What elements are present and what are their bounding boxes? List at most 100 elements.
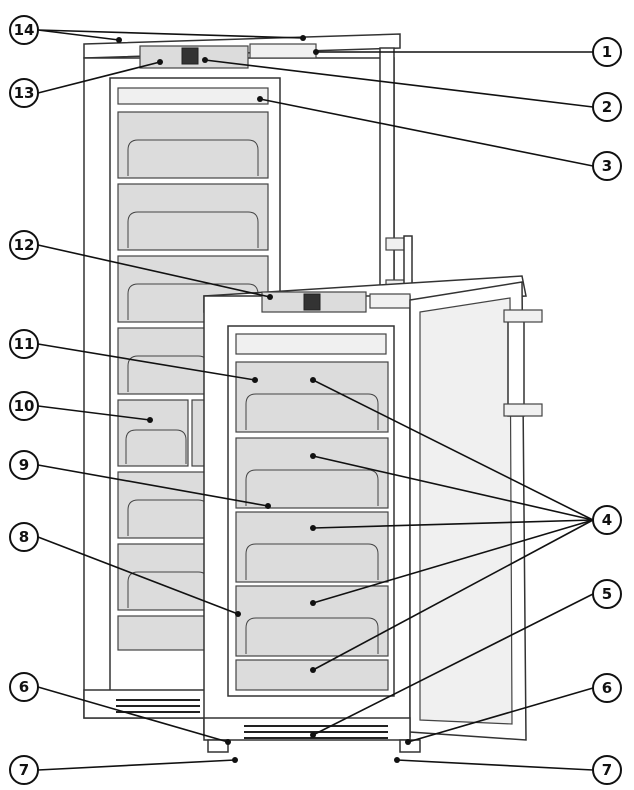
callout-2: 2: [592, 92, 622, 122]
callout-12: 12: [9, 230, 39, 260]
leader-line: [396, 759, 594, 771]
leader-line: [312, 519, 594, 529]
front-foot-left: [207, 739, 229, 753]
callout-number: 6: [602, 679, 612, 697]
leader-dot: [394, 757, 400, 763]
callout-11: 11: [9, 329, 39, 359]
leader-line: [37, 464, 269, 507]
callout-10: 10: [9, 391, 39, 421]
back-drawer-small-left: [117, 399, 189, 467]
door-handle: [507, 311, 525, 417]
front-lock: [369, 293, 411, 309]
callout-circle: [9, 522, 39, 552]
leader-line: [312, 379, 594, 521]
callout-circle: [592, 755, 622, 785]
leader-line: [407, 687, 594, 743]
leader-line: [312, 593, 594, 736]
back-drawer-2: [117, 183, 269, 251]
leader-dot: [310, 667, 316, 673]
back-drawer-6: [117, 543, 209, 611]
leader-line: [37, 686, 229, 743]
leader-line: [37, 759, 236, 771]
back-drawer-1: [117, 111, 269, 179]
front-display: [303, 293, 321, 311]
callout-6: 6: [592, 673, 622, 703]
callout-14: 14: [9, 15, 39, 45]
leader-dot: [147, 417, 153, 423]
callout-number: 13: [14, 84, 35, 102]
callout-6: 6: [9, 672, 39, 702]
leader-dot: [310, 525, 316, 531]
leader-dot: [257, 96, 263, 102]
callout-circle: [592, 673, 622, 703]
callout-number: 5: [602, 585, 612, 603]
callout-circle: [9, 230, 39, 260]
leader-dot: [310, 453, 316, 459]
front-drawer-5: [235, 659, 389, 691]
callout-13: 13: [9, 78, 39, 108]
callout-number: 10: [14, 397, 35, 415]
callout-number: 3: [602, 157, 612, 175]
leader-line: [37, 29, 304, 39]
leader-line: [259, 98, 594, 167]
leader-line: [37, 244, 271, 298]
callout-number: 1: [602, 43, 612, 61]
back-drawer-5: [117, 471, 209, 539]
leader-dot: [225, 739, 231, 745]
callout-8: 8: [9, 522, 39, 552]
callout-number: 9: [19, 456, 29, 474]
leader-dot: [310, 377, 316, 383]
leader-dot: [116, 37, 122, 43]
callout-3: 3: [592, 151, 622, 181]
leader-dot: [232, 757, 238, 763]
front-drawer-4: [235, 585, 389, 657]
callout-number: 7: [602, 761, 612, 779]
callout-circle: [592, 505, 622, 535]
leader-dot: [267, 294, 273, 300]
callout-1: 1: [592, 37, 622, 67]
callout-circle: [592, 579, 622, 609]
back-top-shelf: [117, 87, 269, 105]
leader-line: [204, 59, 594, 108]
front-drawer-1: [235, 361, 389, 433]
leader-dot: [313, 49, 319, 55]
callout-number: 14: [14, 21, 35, 39]
callout-circle: [9, 329, 39, 359]
callout-number: 7: [19, 761, 29, 779]
front-base: [203, 717, 411, 741]
leader-line: [37, 29, 120, 41]
leader-dot: [300, 35, 306, 41]
leader-dot: [235, 611, 241, 617]
leader-line: [37, 61, 161, 94]
back-drawer-7: [117, 615, 209, 651]
back-drawer-4: [117, 327, 209, 395]
leader-dot: [310, 600, 316, 606]
callout-circle: [9, 391, 39, 421]
leader-dot: [157, 59, 163, 65]
callout-circle: [9, 15, 39, 45]
callout-circle: [592, 37, 622, 67]
callout-circle: [592, 92, 622, 122]
leader-line: [312, 519, 594, 604]
back-lock: [249, 43, 317, 59]
callout-9: 9: [9, 450, 39, 480]
callout-number: 8: [19, 528, 29, 546]
leader-dot: [310, 732, 316, 738]
callout-7: 7: [592, 755, 622, 785]
leader-line: [312, 519, 594, 671]
front-appliance: [203, 275, 543, 753]
callout-circle: [592, 151, 622, 181]
callout-5: 5: [592, 579, 622, 609]
front-drawer-2: [235, 437, 389, 509]
leader-line: [37, 536, 239, 615]
callout-circle: [9, 672, 39, 702]
callout-circle: [9, 450, 39, 480]
callout-4: 4: [592, 505, 622, 535]
callout-circle: [9, 755, 39, 785]
callout-number: 12: [14, 236, 35, 254]
callout-number: 6: [19, 678, 29, 696]
callout-number: 2: [602, 98, 612, 116]
callout-number: 11: [14, 335, 35, 353]
